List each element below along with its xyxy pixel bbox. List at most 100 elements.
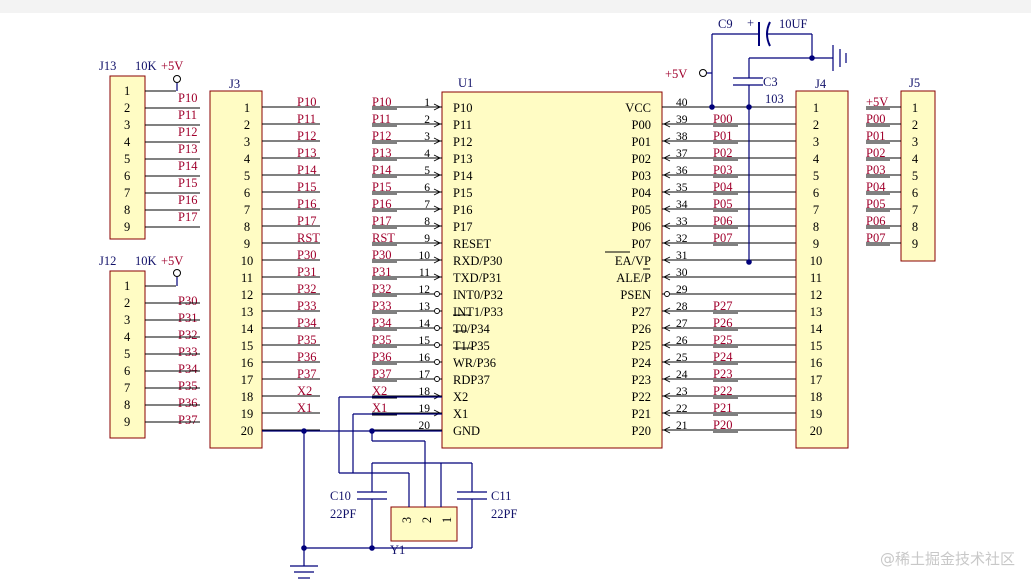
u1-left-pin-number: 9 [424,233,430,245]
u1-right-pin-number: 40 [676,97,688,109]
u1-right-net-label: P02 [713,146,732,160]
junction-dot [746,104,752,110]
j13-pin-number: 5 [124,152,130,166]
j4-pin-number: 5 [813,169,819,183]
j13-pin-number: 1 [124,84,130,98]
u1-right-net-label: P01 [713,129,732,143]
j3-pin-number: 5 [244,169,250,183]
j5-body [900,90,936,262]
j5-pin-number: 4 [912,152,919,166]
j13-value: 10K [135,59,157,73]
u1-left-pin-name: T0/P34 [453,322,491,336]
pin-arrow-icon [662,154,671,162]
u1-left-pin-number: 5 [424,165,430,177]
j3-net-label: P16 [297,197,316,211]
u1-left-pin-name: GND [453,424,480,438]
pin-arrow-icon [433,239,442,247]
u1-left-pin-name: TXD/P31 [453,271,502,285]
u1-left-pin-name: P10 [453,101,472,115]
pin-arrow-icon [662,137,671,145]
j5-net-label: P04 [866,180,886,194]
j5-pin-number: 1 [912,101,918,115]
j12-pin-number: 7 [124,381,130,395]
j3-body [209,90,263,449]
j5-net-label: P01 [866,129,885,143]
j13-body [109,75,146,240]
j3-ref: J3 [229,77,240,91]
u1-left-net-label: P15 [372,180,391,194]
j5-pin-number: 3 [912,135,918,149]
u1-left-pin-number: 17 [419,369,431,381]
j4-pin-number: 13 [810,305,823,319]
j4-pin-number: 15 [810,339,823,353]
j4-pin-number: 10 [810,254,823,268]
u1-left-pin-number: 6 [424,182,430,194]
u1-left-net-label: P12 [372,129,391,143]
u1-right-net-label: P05 [713,197,732,211]
j3-pin-number: 12 [241,288,254,302]
vcc-label: +5V [665,67,687,81]
y1-pin-number: 3 [400,517,414,523]
j12-supply: +5V [161,254,183,268]
u1-left-net-label: P36 [372,350,391,364]
pin-arrow-icon [662,375,671,383]
c10-value: 22PF [330,507,356,521]
j3-net-label: P17 [297,214,316,228]
j12-pin-number: 8 [124,398,130,412]
u1-right-pin-name: P22 [632,390,651,404]
pin-arrow-icon [662,392,671,400]
u1-right-net-label: P00 [713,112,732,126]
u1-right-pin-number: 22 [676,403,688,415]
j3-net-label: P33 [297,299,316,313]
j13-supply: +5V [161,59,183,73]
pin-bubble-icon [434,325,440,331]
u1-right-pin-name: P21 [632,407,651,421]
u1-right-pin-name: P00 [632,118,651,132]
u1-right-pin-number: 33 [676,216,688,228]
j13-pin-number: 9 [124,220,130,234]
c3-ref: C3 [763,75,778,89]
u1-right-pin-number: 37 [676,148,688,160]
u1-left-pin-name: P15 [453,186,472,200]
u1-right-pin-name: P04 [632,186,652,200]
pin-arrow-icon [662,341,671,349]
junction-dot [301,428,307,434]
u1-right-net-label: P26 [713,316,732,330]
u1-right-pin-number: 38 [676,131,688,143]
j12-pin-number: 5 [124,347,130,361]
pin-arrow-icon [662,205,671,213]
y1-pin-number: 1 [440,517,454,523]
u1-left-pin-number: 2 [424,114,430,126]
j4-pin-number: 2 [813,118,819,132]
y1-body [390,506,458,542]
pin-arrow-icon [433,154,442,162]
j3-net-label: P31 [297,265,316,279]
j3-pin-number: 15 [241,339,254,353]
u1-right-net-label: P22 [713,384,732,398]
u1-left-net-label: P14 [372,163,392,177]
junction-dot [709,104,715,110]
u1-right-net-label: P23 [713,367,732,381]
j3-pin-number: 20 [241,424,254,438]
j12-net-label: P36 [178,396,197,410]
u1-left-pin-number: 16 [419,352,431,364]
u1-right-pin-number: 39 [676,114,688,126]
j5-pin-number: 6 [912,186,918,200]
u1-left-pin-number: 1 [424,97,430,109]
u1-right-net-label: P24 [713,350,733,364]
j4-body [795,90,849,449]
pin-arrow-icon [433,103,442,111]
j13-net-label: P14 [178,159,198,173]
u1-left-pin-name: WR/P36 [453,356,496,370]
y1-pin-number: 2 [420,517,434,523]
u1-left-pin-number: 11 [419,267,430,279]
j4-pin-number: 14 [810,322,823,336]
u1-left-pin-number: 8 [424,216,430,228]
u1-left-pin-name: INT1/P33 [453,305,503,319]
pin-arrow-icon [662,409,671,417]
j12-pin-number: 9 [124,415,130,429]
u1-right-pin-name: VCC [625,101,651,115]
u1-left-pin-name: RXD/P30 [453,254,502,268]
u1-left-pin-number: 19 [419,403,431,415]
